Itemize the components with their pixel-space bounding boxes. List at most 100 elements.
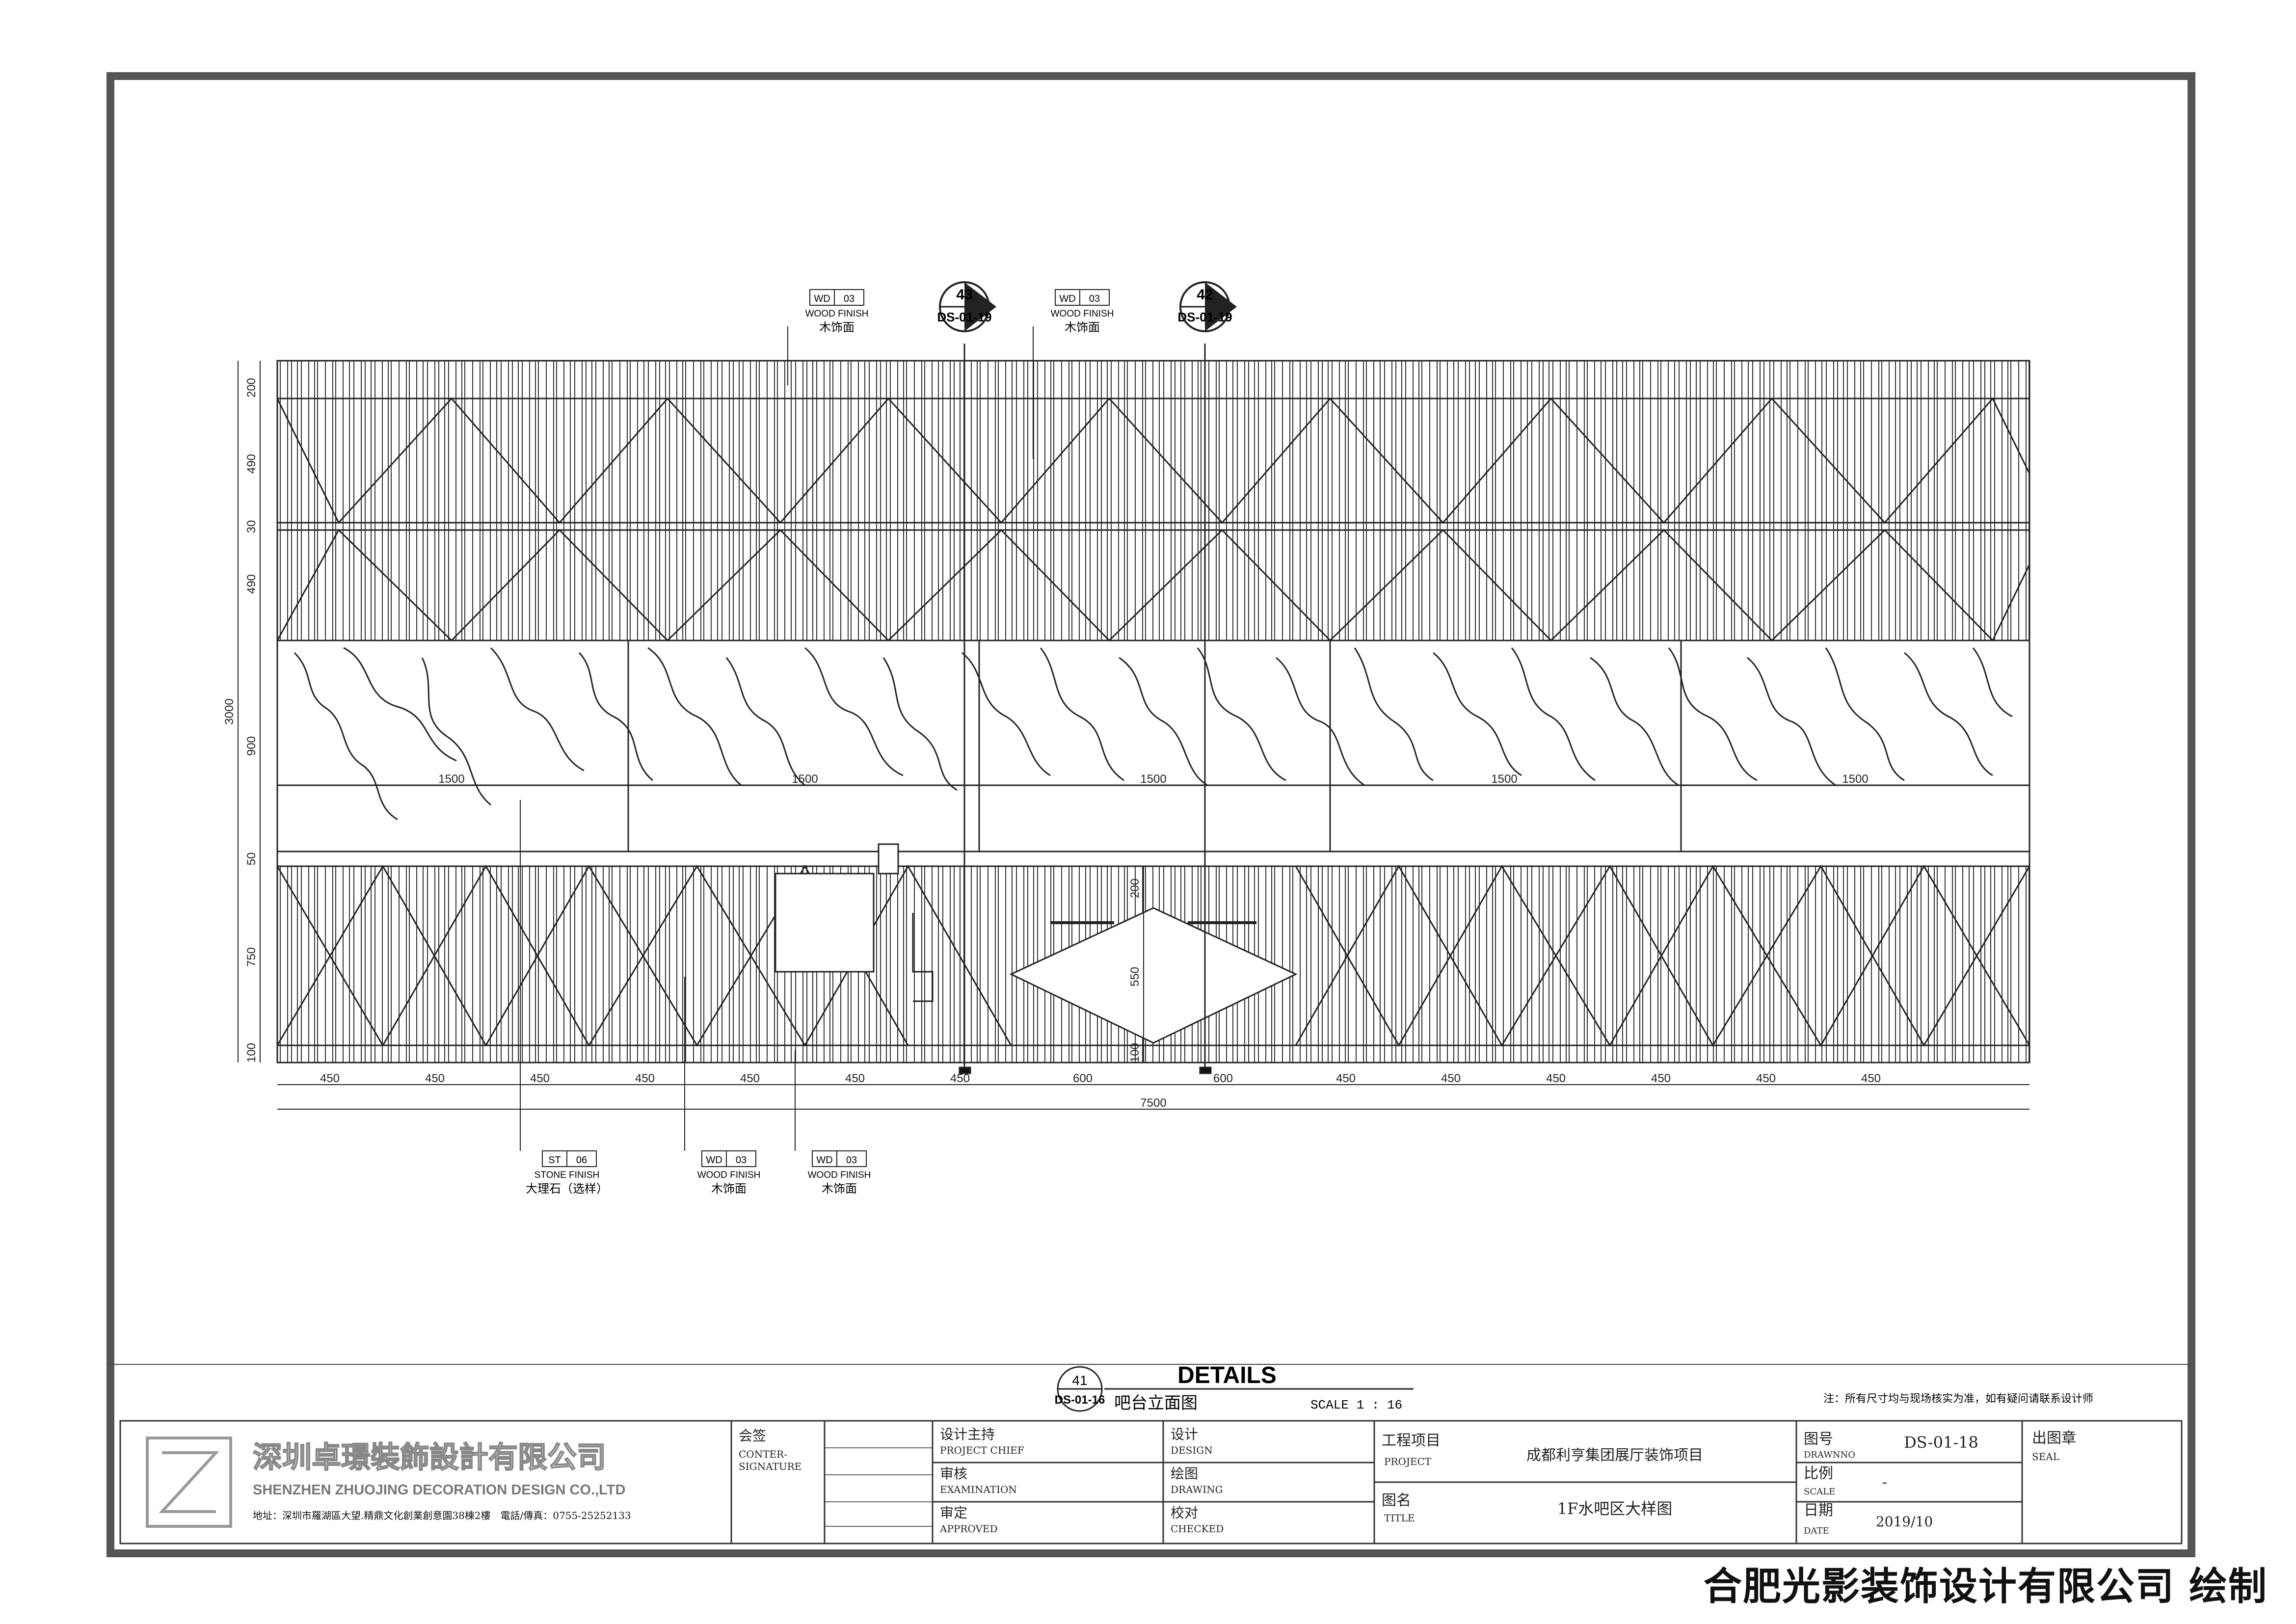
tag-en: WOOD FINISH <box>1051 309 1114 319</box>
tb-label-en: SEAL <box>2032 1451 2059 1463</box>
dimension-lines <box>238 361 2029 1110</box>
dim-vertical: 200 <box>245 378 258 398</box>
dim-overall-height: 3000 <box>223 698 236 724</box>
tag-box <box>542 1150 597 1167</box>
tb-label-cn: 审定 <box>940 1505 967 1521</box>
logo-mark-outer <box>146 1437 232 1528</box>
zigzag-pattern <box>276 529 2030 642</box>
material-tag-top-1: WD 03 WOOD FINISH 木饰面 <box>805 289 869 334</box>
dim-inner-vertical: 550 <box>1128 967 1142 986</box>
tb-label-cn: 工程项目 <box>1382 1432 1441 1449</box>
tb-label-en: SCALE <box>1804 1487 1835 1497</box>
tb-label-cn: 审核 <box>940 1465 967 1482</box>
tb-label-cn: 校对 <box>1171 1505 1198 1521</box>
material-tag-bottom-1: ST 06 STONE FINISH 大理石（选样） <box>526 1150 608 1196</box>
tb-label-en: PROJECT <box>1384 1456 1432 1467</box>
tb-label-cn: 日期 <box>1804 1502 1833 1519</box>
drawing-num: 41 <box>1072 1373 1087 1388</box>
zigzag-pattern <box>276 397 2030 524</box>
tag-num: 03 <box>846 1155 857 1166</box>
tag-box <box>701 1150 756 1167</box>
tb-label-en: DRAWNNO <box>1804 1450 1855 1460</box>
tb-label-en: DRAWING <box>1171 1484 1223 1495</box>
logo-mark-z <box>159 1451 219 1513</box>
dim-horizontal: 450 <box>845 1072 865 1085</box>
tag-num: 03 <box>736 1155 747 1166</box>
dim-horizontal: 450 <box>740 1072 760 1085</box>
dim-horizontal: 450 <box>950 1072 970 1085</box>
material-tag-top-2: WD 03 WOOD FINISH 木饰面 <box>1051 289 1114 334</box>
tag-en: WOOD FINISH <box>805 309 869 319</box>
dim-horizontal: 450 <box>1441 1072 1461 1085</box>
tb-label-cn: 图名 <box>1382 1492 1411 1509</box>
dim-horizontal: 450 <box>1336 1072 1356 1085</box>
elevation-drawing <box>276 326 2030 1151</box>
company-name-en: SHENZHEN ZHUOJING DECORATION DESIGN CO.,… <box>253 1482 625 1498</box>
section-marker-num: 42 <box>1197 287 1213 303</box>
tb-label-en: SIGNATURE <box>739 1461 801 1472</box>
dim-horizontal: 450 <box>530 1072 550 1085</box>
dim-horizontal: 450 <box>425 1072 445 1085</box>
tb-label-cn: 会签 <box>739 1428 766 1444</box>
section-marker-num: 43 <box>956 287 972 303</box>
tb-label-en: CHECKED <box>1171 1523 1224 1535</box>
tag-en: WOOD FINISH <box>697 1170 761 1180</box>
tag-cn: 木饰面 <box>711 1182 747 1196</box>
company-name-cn: 深圳卓璟裝飾設計有限公司 <box>253 1440 606 1475</box>
wood-panel-top <box>276 360 2030 641</box>
tb-label-en: EXAMINATION <box>940 1484 1017 1495</box>
tag-cn: 木饰面 <box>1065 320 1100 334</box>
tag-en: STONE FINISH <box>534 1170 600 1180</box>
drain-pipe <box>912 913 934 1002</box>
tb-label-cn: 设计 <box>1171 1426 1198 1442</box>
dim-horizontal: 450 <box>1861 1072 1881 1085</box>
dim-stone-width: 1500 <box>1491 772 1517 786</box>
tag-en: WOOD FINISH <box>808 1170 871 1180</box>
tag-num: 06 <box>576 1155 587 1166</box>
tag-code: ST <box>548 1155 561 1166</box>
dim-horizontal: 600 <box>1213 1072 1233 1085</box>
project-name: 成都利亨集团展厅装饰项目 <box>1526 1447 1703 1464</box>
dim-vertical: 50 <box>245 852 258 866</box>
section-end-mark <box>959 1066 971 1074</box>
countertop <box>276 851 2030 867</box>
tb-label-cn: 出图章 <box>2032 1430 2076 1447</box>
tag-code: WD <box>706 1155 722 1166</box>
company-address: 地址：深圳市羅湖區大望.精鼎文化創業創意園38棟2樓 電話/傳真：0755-25… <box>253 1510 631 1521</box>
tb-label-cn: 绘图 <box>1171 1465 1198 1482</box>
tb-label-en: TITLE <box>1384 1512 1415 1524</box>
drawing-name: 1F水吧区大样图 <box>1557 1499 1673 1518</box>
dim-vertical: 750 <box>245 947 258 967</box>
tag-num: 03 <box>844 293 854 304</box>
tag-code: WD <box>816 1155 832 1166</box>
dim-vertical: 30 <box>245 520 258 533</box>
dim-horizontal: 450 <box>635 1072 655 1085</box>
stone-panel <box>276 639 2030 852</box>
cabinet-diagonals <box>1295 865 2030 1047</box>
scale-value: - <box>1882 1474 1887 1491</box>
tag-code: WD <box>1059 293 1075 304</box>
title-block <box>119 1420 2183 1544</box>
dim-stone-width: 1500 <box>1842 772 1868 786</box>
dim-vertical: 490 <box>245 574 258 594</box>
dim-vertical: 490 <box>245 454 258 474</box>
dim-stone-width: 1500 <box>438 772 464 786</box>
material-tag-bottom-3: WD 03 WOOD FINISH 木饰面 <box>808 1150 871 1196</box>
tag-cn: 木饰面 <box>822 1182 857 1196</box>
drawing-ref: DS-01-16 <box>1055 1393 1105 1407</box>
tag-cn: 大理石（选样） <box>526 1182 608 1196</box>
sheet-outer-frame <box>107 72 2195 1557</box>
dim-horizontal: 450 <box>1546 1072 1566 1085</box>
section-marker-ref: DS-01-19 <box>937 310 991 324</box>
tb-label-cn: 设计主持 <box>940 1426 995 1442</box>
tb-label-en: PROJECT CHIEF <box>940 1444 1024 1456</box>
tag-cn: 木饰面 <box>819 320 854 334</box>
drawing-scale: SCALE 1 : 16 <box>1310 1398 1402 1412</box>
tb-label-en: APPROVED <box>939 1523 998 1535</box>
marble-veining <box>294 647 2013 821</box>
drawing-number: DS-01-18 <box>1904 1433 1978 1452</box>
tb-label-cn: 比例 <box>1804 1465 1833 1482</box>
faucet <box>878 843 899 875</box>
tag-box <box>812 1150 867 1167</box>
section-marker-43: 43 DS-01-19 <box>937 281 996 332</box>
